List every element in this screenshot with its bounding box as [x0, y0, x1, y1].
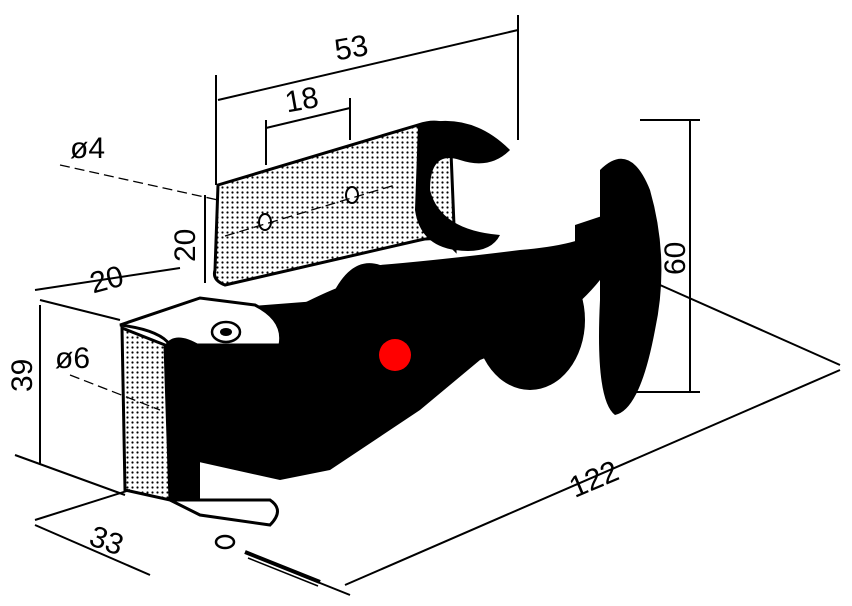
upper-bracket — [213, 120, 510, 287]
dimension-overall-length: 122 — [565, 455, 624, 505]
dimension-handle-height: 60 — [659, 242, 692, 275]
dimension-hole-spacing: 18 — [282, 81, 321, 119]
dimension-lines — [14, 15, 841, 596]
lower-bracket — [119, 296, 321, 587]
dimension-base-height: 39 — [6, 359, 39, 392]
red-marker-dot — [379, 339, 411, 371]
dimension-base-width: 33 — [85, 520, 128, 562]
mounting-hole-icon — [345, 186, 359, 204]
dimension-hole-diameter-large: ø6 — [55, 342, 90, 375]
dimension-bracket-height: 20 — [169, 229, 202, 262]
dimension-top-length: 53 — [332, 29, 371, 67]
mounting-hole-icon — [258, 213, 272, 231]
dimension-hole-diameter-small: ø4 — [70, 132, 105, 165]
dimension-bracket-depth: 20 — [86, 260, 127, 301]
